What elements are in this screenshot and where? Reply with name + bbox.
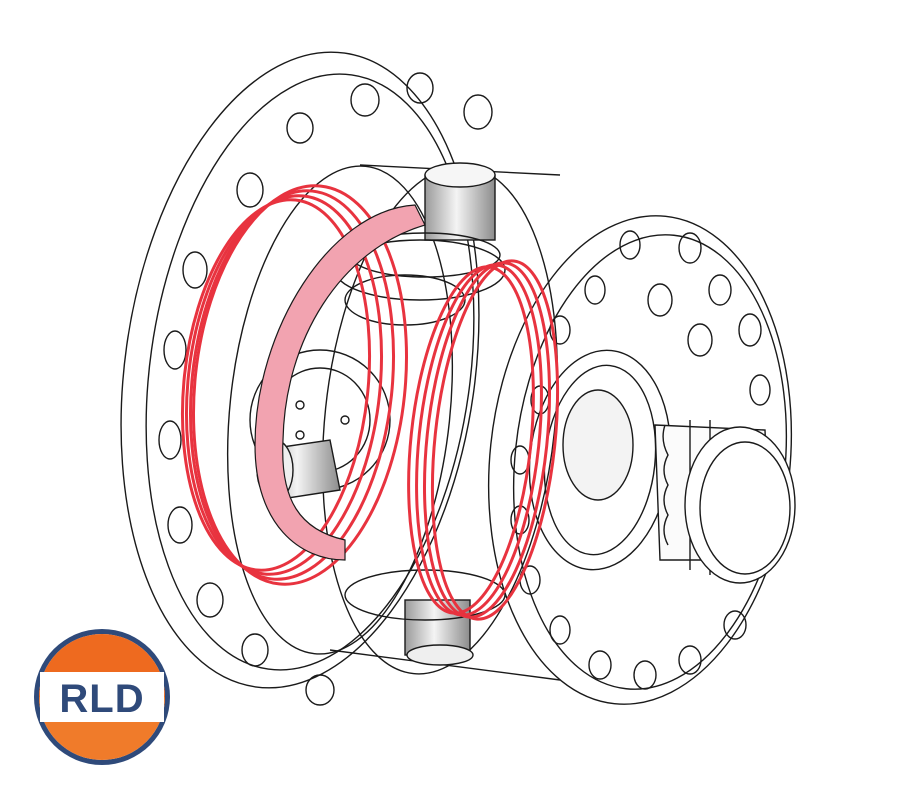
top-pinion-shaft	[334, 162, 506, 326]
rld-logo: RLD	[34, 629, 170, 765]
pressure-ring	[254, 204, 426, 561]
clutch-packs	[180, 184, 560, 621]
splined-output-shaft	[654, 420, 796, 584]
rear-clutch-pack	[180, 184, 408, 586]
logo-text: RLD	[59, 677, 144, 721]
rear-flange	[120, 51, 493, 706]
front-clutch-pack	[407, 259, 560, 621]
line-work	[120, 51, 796, 706]
flange-bolt-holes	[158, 72, 493, 706]
